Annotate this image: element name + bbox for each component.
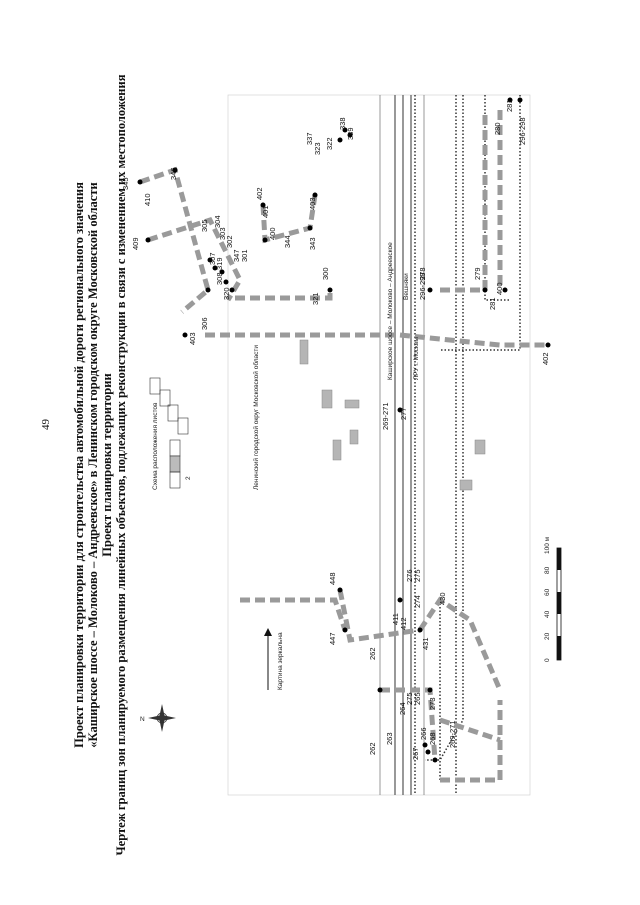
label-446: 430 <box>438 592 447 605</box>
label-280: 280 <box>493 122 502 135</box>
layout-scheme: Схема расположения листов 2 <box>149 377 192 490</box>
label-412: 410 <box>143 193 152 206</box>
point-labels: 345 346 409 410 403 305 306 307 308-319 … <box>121 99 550 760</box>
layout-scheme-current: 2 <box>185 476 192 480</box>
survey-points <box>137 97 551 763</box>
road-label: Каширское шоссе – Молоково – Андреевское <box>387 242 394 380</box>
layout-scheme-label: Схема расположения листов <box>152 402 159 490</box>
mark-text: Картина зеркальна <box>277 632 284 690</box>
label-269: 269-271 <box>381 402 390 430</box>
scale-20: 20 <box>544 632 551 640</box>
label-279: 279 <box>473 267 482 280</box>
label-430: 411 <box>391 613 400 625</box>
label-431: 412 <box>399 617 408 630</box>
label-269-271: 269-271 <box>448 720 457 748</box>
label-308-319: 306 <box>200 317 209 330</box>
label-400: 345 <box>121 177 130 190</box>
label-401: 346 <box>169 167 178 180</box>
label-274: 274 <box>413 595 422 608</box>
road-label-3: Вешняки <box>403 273 410 300</box>
label-300: 281 <box>488 297 497 310</box>
label-342: 343 <box>308 237 317 250</box>
label-304: 302 <box>225 235 234 248</box>
label-265: 265 <box>413 692 422 705</box>
label-266: 266 <box>419 727 428 740</box>
label-278: 278 <box>418 267 427 280</box>
label-302: 300 <box>321 267 330 280</box>
label-337: 322 <box>325 137 334 150</box>
label-339: 337 <box>305 132 314 145</box>
label-261: 262 <box>368 647 377 660</box>
district-label: Ленинский городской округ Московской обл… <box>252 345 260 490</box>
label-410: 403 <box>188 332 197 345</box>
label-264: 264 <box>398 702 407 715</box>
label-403: 400 <box>495 282 504 295</box>
dotted-lines <box>414 95 521 795</box>
label-347: 403 <box>308 197 317 210</box>
scale-60: 60 <box>544 588 551 596</box>
label-340: 338 <box>338 117 347 130</box>
label-277: 277 <box>399 407 408 420</box>
buildings <box>299 339 486 491</box>
label-276: 276 <box>405 569 414 582</box>
label-346: 402 <box>255 187 264 200</box>
label-301: 296-298 <box>418 272 427 300</box>
scale-80: 80 <box>544 566 551 574</box>
label-411: 409 <box>131 237 140 250</box>
label-344: 400 <box>268 227 277 240</box>
north-arrow-icon: N <box>140 704 176 732</box>
label-267: 267 <box>411 747 420 760</box>
label-303: 301 <box>240 249 249 262</box>
road-label-2: ЛРУ г. Москвы <box>413 337 420 380</box>
label-447: 431 <box>421 637 430 650</box>
scale-0: 0 <box>544 658 551 662</box>
label-296-298: 296-298 <box>518 117 527 145</box>
label-449: 448 <box>328 572 337 585</box>
label-281: 281 <box>505 99 514 112</box>
label-262: 262 <box>368 742 377 755</box>
label-341: 339 <box>346 127 355 140</box>
main-road <box>379 95 425 795</box>
label-321: 308-319 <box>215 257 224 285</box>
label-338: 323 <box>313 142 322 155</box>
scale-bar: 0 20 40 60 80 100 м <box>544 536 562 662</box>
label-273: 275 <box>405 692 414 705</box>
mark-label: Картина зеркальна <box>264 628 284 690</box>
label-272: 273 <box>428 697 437 710</box>
label-307: 305 <box>200 219 209 232</box>
label-409: 402 <box>541 352 550 365</box>
north-label: N <box>140 716 145 723</box>
label-320: 307 <box>208 252 217 265</box>
label-268: 268 <box>428 732 437 745</box>
scale-40: 40 <box>544 610 551 618</box>
label-305: 303 <box>218 227 227 240</box>
label-263: 263 <box>385 732 394 745</box>
label-448: 447 <box>328 632 337 645</box>
label-343: 344 <box>283 235 292 248</box>
label-322: 320 <box>222 287 231 300</box>
label-275: 275 <box>413 569 422 582</box>
label-306: 304 <box>213 215 222 228</box>
scale-100: 100 м <box>544 536 551 554</box>
map-frame <box>227 94 531 796</box>
label-323: 321 <box>311 292 320 305</box>
label-402: 347 <box>232 249 241 262</box>
label-345: 401 <box>261 205 270 218</box>
